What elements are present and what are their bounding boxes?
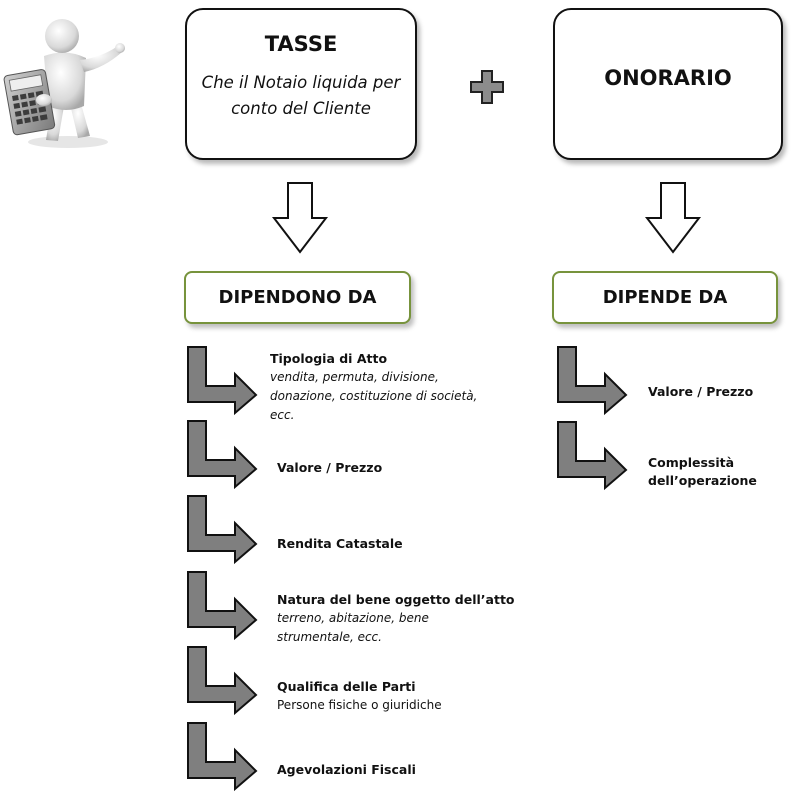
item-description: Persone fisiche o giuridiche xyxy=(277,698,442,712)
dipendono-da-label: DIPENDONO DA xyxy=(218,287,377,308)
item-title: Qualifica delle Parti xyxy=(277,679,416,694)
item-title: Rendita Catastale xyxy=(277,536,403,551)
calculator-figure-icon xyxy=(0,14,130,149)
list-item: Natura del bene oggetto dell’atto terren… xyxy=(277,591,517,647)
bent-right-arrow-icon xyxy=(186,346,258,416)
onorario-box: ONORARIO xyxy=(553,8,783,160)
tasse-box: TASSE Che il Notaio liquida per conto de… xyxy=(185,8,417,160)
item-title: Complessità dell’operazione xyxy=(648,455,757,488)
plus-icon xyxy=(470,70,504,104)
list-item: Valore / Prezzo xyxy=(277,459,517,477)
dipendono-da-header: DIPENDONO DA xyxy=(184,271,411,324)
list-item: Tipologia di Atto vendita, permuta, divi… xyxy=(270,350,510,425)
item-description: vendita, permuta, divisione, donazione, … xyxy=(270,370,478,422)
bent-right-arrow-icon xyxy=(556,421,628,491)
dipende-da-header: DIPENDE DA xyxy=(552,271,778,324)
bent-right-arrow-icon xyxy=(186,571,258,641)
bent-right-arrow-icon xyxy=(556,346,628,416)
bent-right-arrow-icon xyxy=(186,646,258,716)
item-title: Valore / Prezzo xyxy=(277,460,383,475)
dipende-da-label: DIPENDE DA xyxy=(602,287,728,308)
tasse-title: TASSE xyxy=(264,32,338,56)
tasse-subtitle: Che il Notaio liquida per conto del Clie… xyxy=(201,73,401,118)
list-item: Agevolazioni Fiscali xyxy=(277,761,517,779)
item-title: Tipologia di Atto xyxy=(270,351,388,366)
item-title: Valore / Prezzo xyxy=(648,384,754,399)
onorario-title: ONORARIO xyxy=(604,66,732,90)
bent-right-arrow-icon xyxy=(186,495,258,565)
list-item: Rendita Catastale xyxy=(277,535,517,553)
item-title: Natura del bene oggetto dell’atto xyxy=(277,592,515,607)
item-description: terreno, abitazione, bene strumentale, e… xyxy=(277,611,429,644)
list-item: Qualifica delle Parti Persone fisiche o … xyxy=(277,678,517,715)
item-title: Agevolazioni Fiscali xyxy=(277,762,416,777)
hollow-down-arrow-icon xyxy=(271,182,329,254)
bent-right-arrow-icon xyxy=(186,420,258,490)
list-item: Complessità dell’operazione xyxy=(648,454,758,490)
hollow-down-arrow-icon xyxy=(644,182,702,254)
list-item: Valore / Prezzo xyxy=(648,383,788,401)
bent-right-arrow-icon xyxy=(186,722,258,792)
